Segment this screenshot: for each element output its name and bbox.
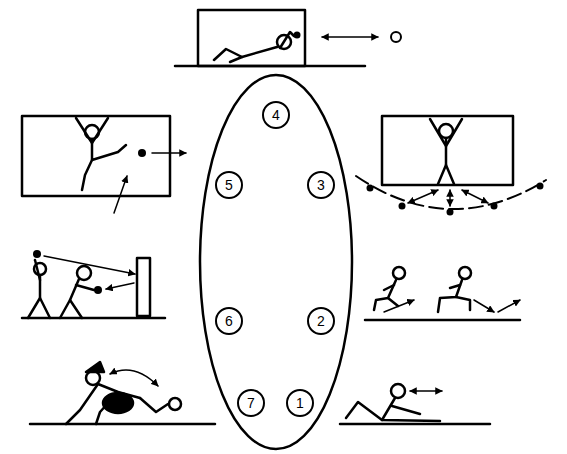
exercise-barrel	[30, 362, 215, 424]
exercise-top	[175, 10, 401, 66]
station-circle: 5	[215, 171, 243, 199]
station-number: 3	[317, 178, 325, 192]
exercise-run	[365, 267, 520, 320]
exercise-stretch	[340, 384, 490, 424]
exercise-goal	[356, 116, 546, 216]
station-circle: 7	[237, 389, 265, 417]
station-number: 6	[225, 314, 233, 328]
station-circle: 3	[307, 171, 335, 199]
station-number: 4	[272, 108, 280, 122]
station-number: 2	[317, 314, 325, 328]
station-oval	[200, 75, 352, 449]
station-number: 7	[247, 396, 255, 410]
station-number: 1	[296, 396, 304, 410]
station-number: 5	[225, 178, 233, 192]
station-circle: 1	[286, 389, 314, 417]
station-circle: 2	[307, 307, 335, 335]
station-circle: 6	[215, 307, 243, 335]
exercise-throw	[22, 250, 165, 318]
exercise-kick	[22, 116, 186, 213]
station-circle: 4	[262, 101, 290, 129]
